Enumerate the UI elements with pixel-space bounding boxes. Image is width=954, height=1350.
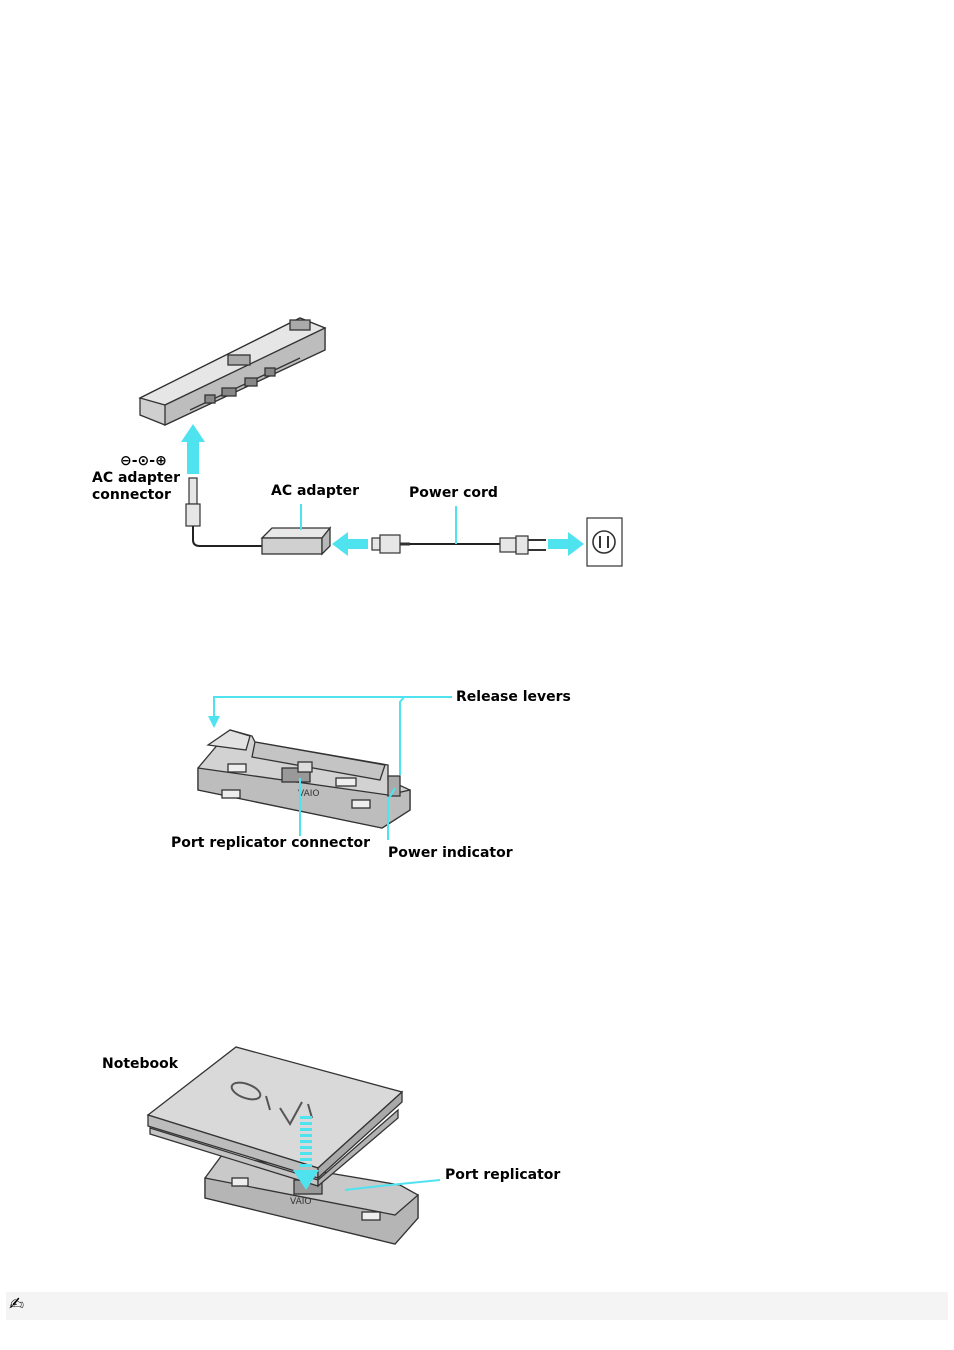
figure-1-ac-connection: ⊖-⊙-⊕ AC adapter connector AC adapter Po… xyxy=(92,318,622,566)
cord-plug-adapter-side xyxy=(372,535,410,553)
adapter-arrow-left xyxy=(332,532,368,556)
notebook-illustration xyxy=(148,1047,402,1186)
label-power-cord: Power cord xyxy=(409,485,498,501)
port-replicator-illustration-2: VAIO xyxy=(198,730,410,828)
note-bar: ✍ xyxy=(6,1292,948,1320)
insert-arrow-up xyxy=(181,424,205,474)
connector-polarity-symbol: ⊖-⊙-⊕ xyxy=(120,453,167,469)
label-ac-adapter-connector-line2: connector xyxy=(92,487,171,503)
label-notebook: Notebook xyxy=(102,1056,179,1072)
release-levers-leader-left xyxy=(214,697,452,718)
figure-3-docking: VAIO xyxy=(102,1047,560,1244)
vaio-mark-fig2: VAIO xyxy=(298,789,319,799)
label-release-levers: Release levers xyxy=(456,689,571,705)
release-levers-arrowhead xyxy=(208,716,220,728)
port-replicator-illustration-1 xyxy=(140,318,325,425)
vaio-mark-fig3-base: VAIO xyxy=(290,1197,311,1207)
label-power-indicator: Power indicator xyxy=(388,845,513,861)
release-levers-leader-right xyxy=(400,697,404,775)
ac-adapter-illustration xyxy=(262,528,330,554)
ac-plug-illustration xyxy=(186,478,200,526)
wall-plug-illustration xyxy=(500,536,546,554)
outlet-arrow-right xyxy=(548,532,584,556)
figure-2-port-replicator-parts: VAIO Release levers Port replicator conn… xyxy=(171,689,571,861)
label-port-replicator-connector: Port replicator connector xyxy=(171,835,370,851)
label-ac-adapter: AC adapter xyxy=(271,483,359,499)
label-ac-adapter-connector-line1: AC adapter xyxy=(92,470,180,486)
label-port-replicator: Port replicator xyxy=(445,1167,560,1183)
wall-outlet-icon xyxy=(587,518,622,566)
dc-cable xyxy=(193,526,265,546)
note-pencil-icon: ✍ xyxy=(9,1294,24,1316)
